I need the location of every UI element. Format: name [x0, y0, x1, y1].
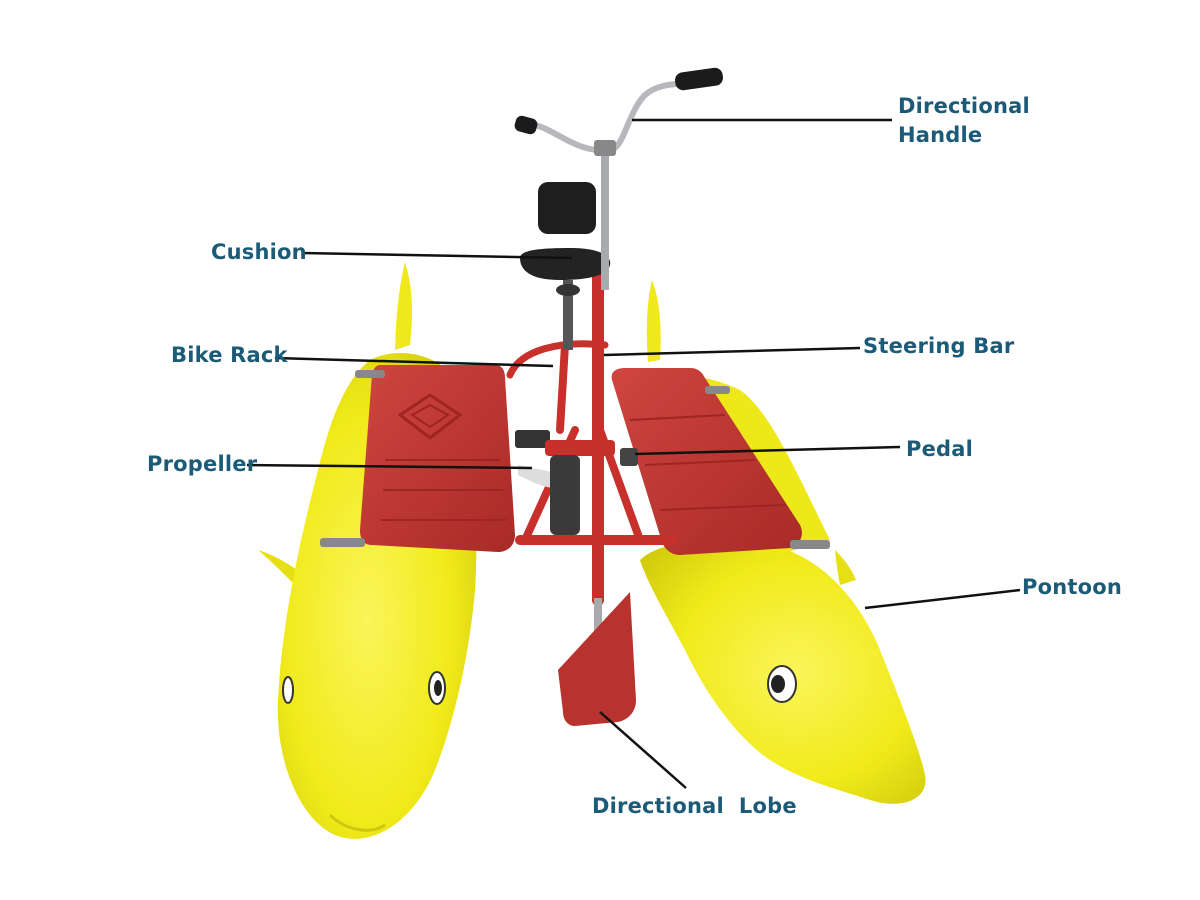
water-bike-icon — [258, 67, 926, 839]
label-propeller: Propeller — [147, 452, 258, 476]
handlebar — [514, 67, 723, 290]
left-deck — [320, 365, 515, 552]
leader-bike-rack — [274, 356, 554, 368]
left-pontoon — [258, 262, 477, 839]
seat — [520, 182, 611, 350]
pedal-assembly — [515, 430, 638, 535]
leader-directional-lobe — [599, 711, 687, 789]
label-directional-lobe: Directional Lobe — [592, 794, 797, 818]
right-deck — [611, 368, 830, 555]
leader-steering-bar — [603, 346, 861, 357]
leader-propeller — [246, 463, 533, 470]
rudder — [558, 592, 636, 726]
label-directional-handle-line2: Handle — [898, 123, 983, 147]
label-cushion: Cushion — [211, 240, 307, 264]
leader-pedal — [634, 445, 901, 456]
label-pontoon: Pontoon — [1022, 575, 1123, 599]
label-directional-handle-line1: Directional — [898, 94, 1030, 118]
label-steering-bar: Steering Bar — [863, 334, 1015, 358]
leader-lines — [246, 118, 1021, 789]
leader-pontoon — [864, 588, 1021, 610]
label-bike-rack: Bike Rack — [171, 343, 288, 367]
label-pedal: Pedal — [906, 437, 974, 461]
label-directional-handle: Directional Handle — [898, 92, 1030, 150]
leader-cushion — [301, 251, 573, 260]
